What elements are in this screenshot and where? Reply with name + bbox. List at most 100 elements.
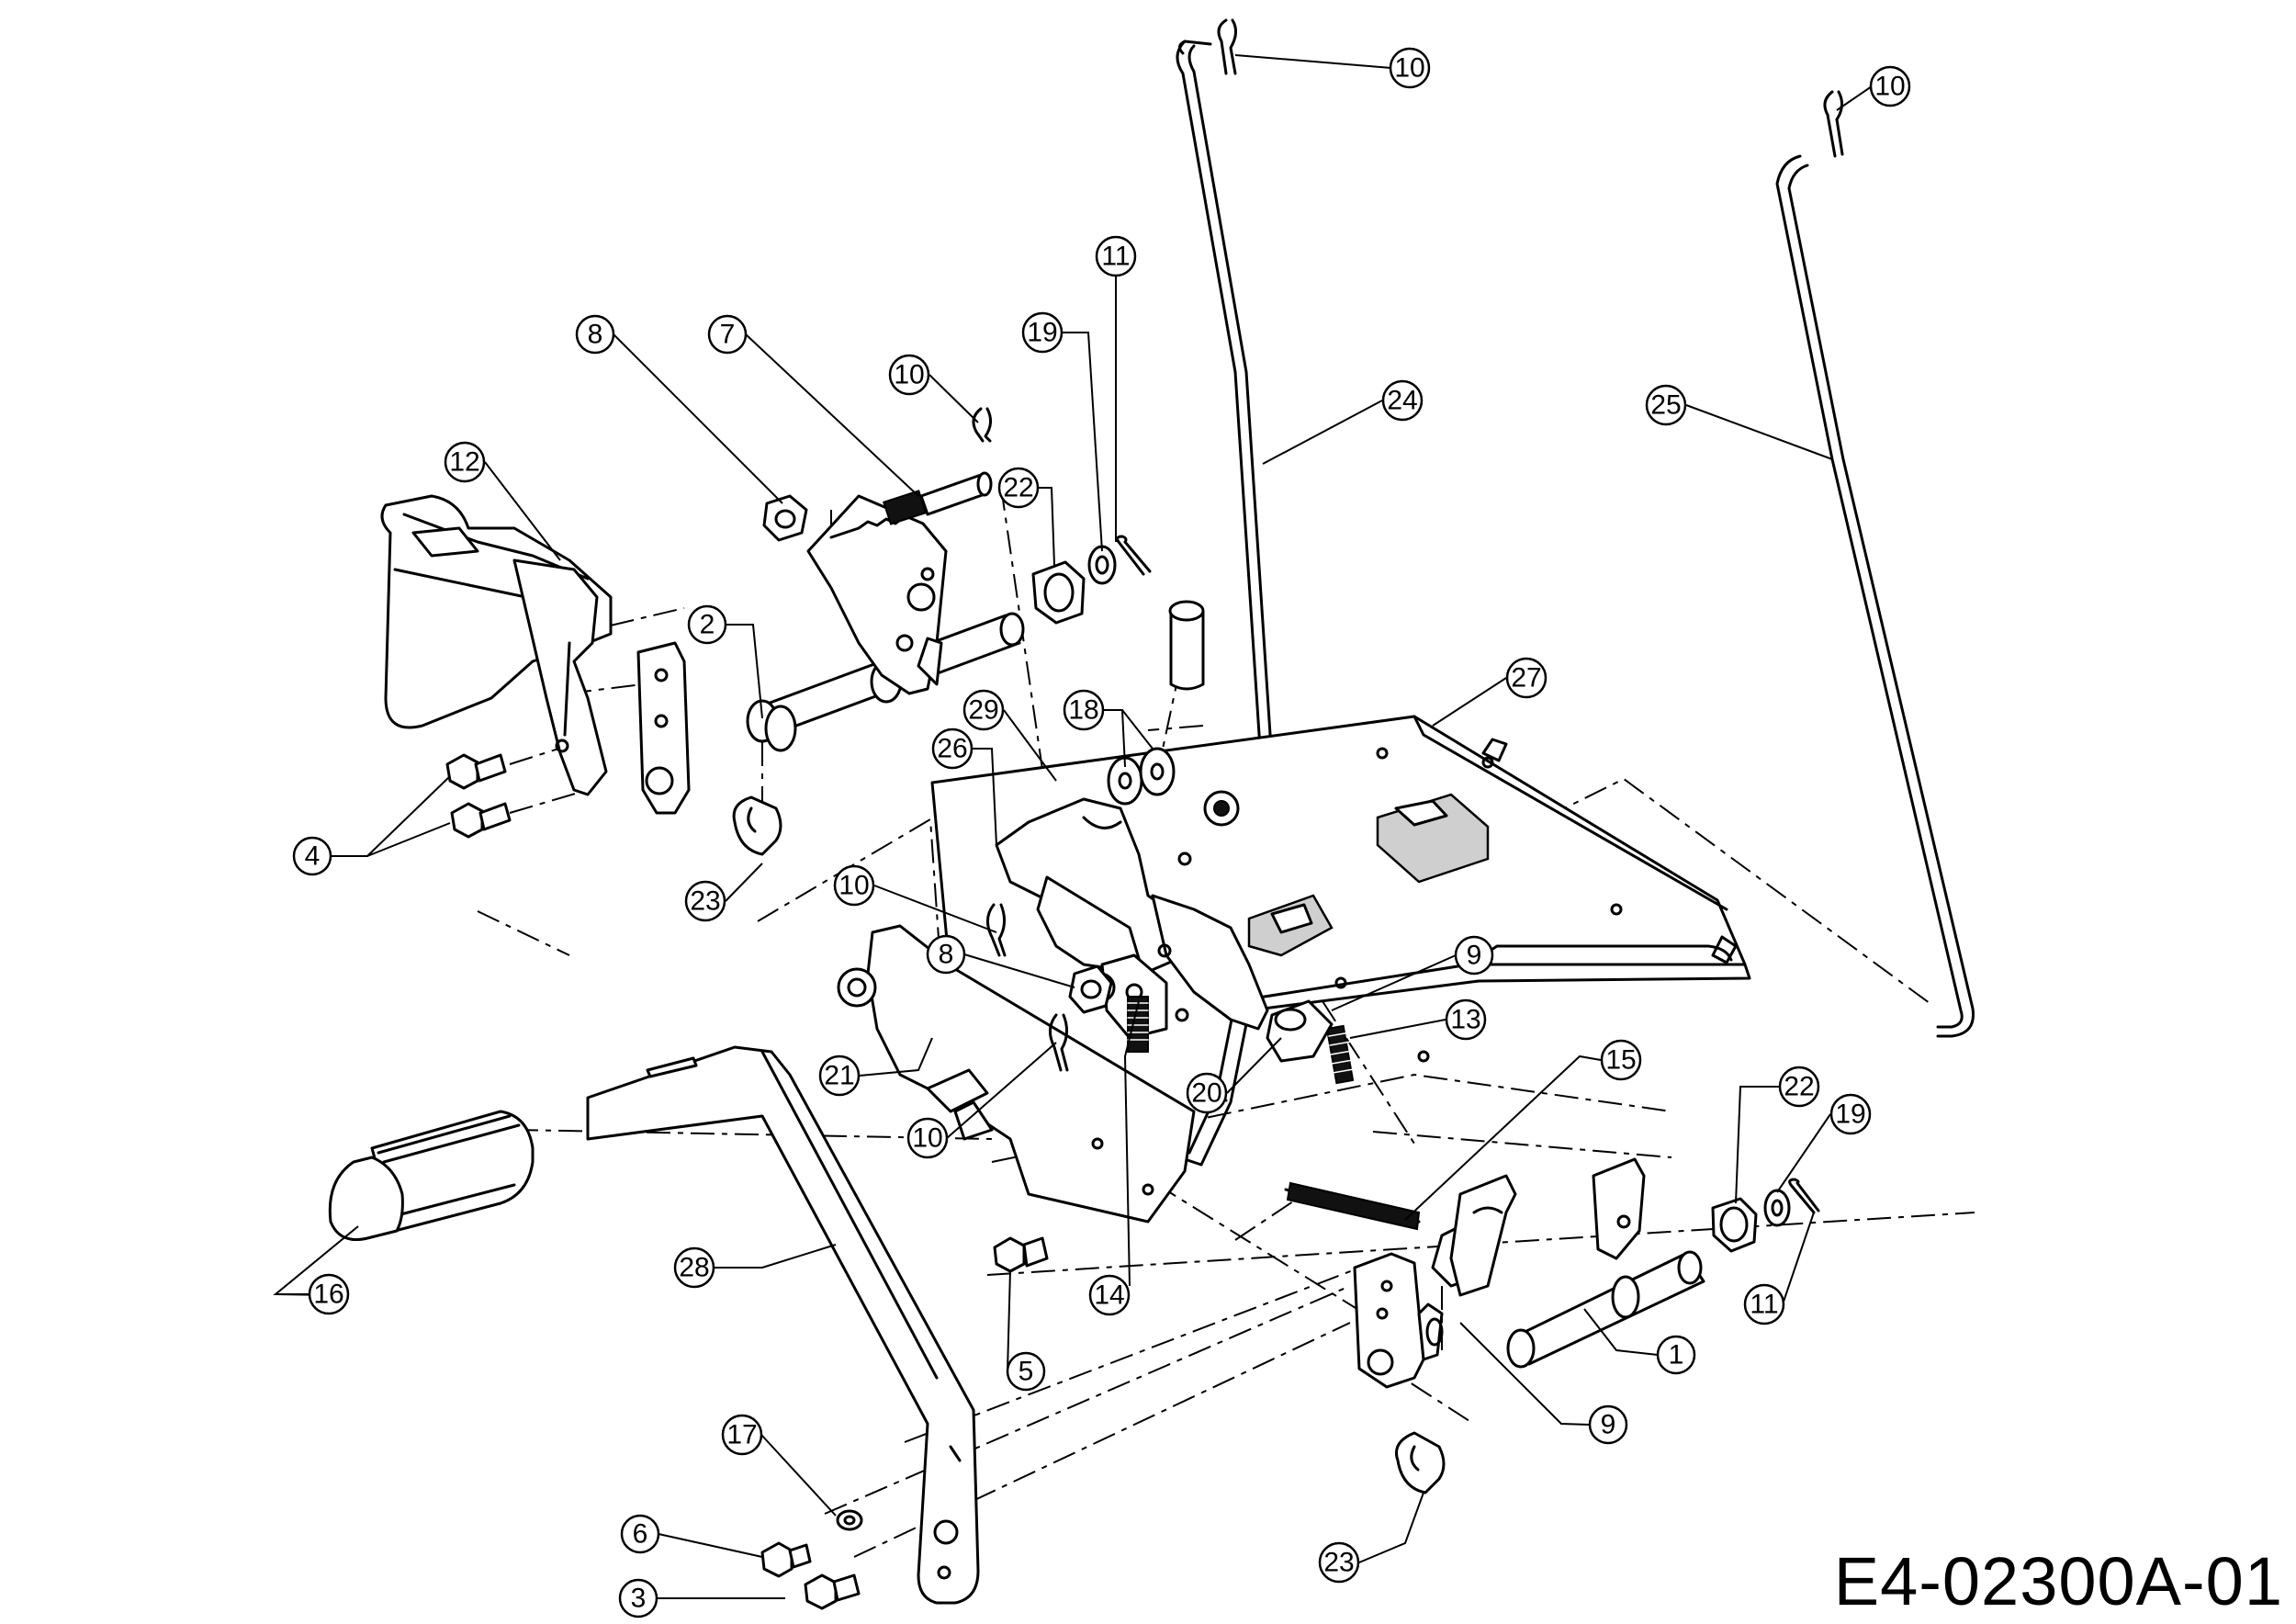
callout-3: 3 [618,1578,658,1618]
callout-8a: 8 [575,314,615,355]
nut-8-top [762,494,808,542]
callout-19a: 19 [1021,311,1064,354]
callout-16: 16 [308,1273,350,1315]
svg-text:8: 8 [588,320,603,350]
callout-9b: 9 [1588,1404,1628,1445]
diagram-code: E4-02300A-01 [1833,1543,2283,1619]
washer-19-lower [1763,1189,1791,1227]
callout-20: 20 [1186,1072,1228,1114]
washer-19-upper [1087,545,1117,585]
svg-text:28: 28 [679,1253,709,1283]
grip-16 [328,1110,535,1241]
svg-text:22: 22 [1784,1072,1814,1102]
callout-8b: 8 [926,934,966,975]
callout-22a: 22 [997,467,1040,509]
bolt-3 [804,1573,861,1610]
bolt-7 [883,471,993,525]
svg-text:10: 10 [1874,72,1905,102]
bolt-5 [993,1236,1049,1273]
callout-10c: 10 [888,354,930,396]
callout-21: 21 [818,1054,861,1097]
hex-bracket [1247,793,1490,957]
svg-text:25: 25 [1650,390,1681,421]
spring-13 [1325,1024,1355,1085]
callout-10a: 10 [1389,47,1431,89]
callout-29: 29 [962,689,1005,731]
shaft-2-assembly [746,494,1025,752]
callout-23a: 23 [684,880,726,922]
callout-26: 26 [931,727,974,770]
callout-25: 25 [1645,384,1687,426]
svg-text:4: 4 [305,841,321,872]
svg-text:20: 20 [1191,1078,1221,1109]
svg-text:6: 6 [633,1519,648,1550]
svg-text:11: 11 [1750,1290,1778,1320]
clip-23-upper [732,795,782,856]
svg-text:19: 19 [1835,1100,1865,1130]
svg-text:7: 7 [720,320,736,350]
callout-13: 13 [1445,998,1487,1041]
callout-15: 15 [1600,1039,1642,1081]
svg-text:16: 16 [313,1280,343,1310]
pedal-12 [380,494,613,796]
svg-text:23: 23 [1323,1548,1354,1578]
svg-text:26: 26 [937,734,967,764]
svg-text:3: 3 [631,1584,647,1614]
callout-12: 12 [444,441,486,483]
callout-22b: 22 [1778,1066,1820,1108]
bolt-6 [760,1541,812,1578]
svg-text:9: 9 [1467,941,1482,971]
callout-27: 27 [1505,657,1548,699]
rod-24 [1176,39,1276,822]
callout-14: 14 [1088,1274,1131,1316]
nut-8-middle [1068,964,1113,1014]
callout-19b: 19 [1829,1093,1872,1135]
svg-text:23: 23 [690,886,720,917]
svg-text:11: 11 [1101,242,1130,272]
svg-text:2: 2 [700,610,715,640]
leader-lines [273,54,1873,1599]
callout-9a: 9 [1454,935,1494,976]
callout-11b: 11 [1743,1283,1785,1325]
callout-11a: 11 [1095,235,1137,277]
svg-text:21: 21 [824,1061,854,1091]
pedal-mount-plate [636,641,691,815]
svg-text:10: 10 [1394,53,1424,84]
callout-17: 17 [721,1414,763,1456]
pin-11-lower [1788,1178,1820,1214]
callout-24: 24 [1381,379,1424,422]
callout-28: 28 [673,1246,715,1289]
svg-text:5: 5 [1019,1357,1034,1387]
callout-1: 1 [1656,1335,1696,1375]
spring-14 [1127,996,1149,1053]
svg-text:27: 27 [1511,663,1541,694]
svg-text:24: 24 [1387,386,1417,416]
svg-text:14: 14 [1094,1280,1124,1311]
callout-7: 7 [707,314,748,355]
svg-text:13: 13 [1450,1005,1480,1035]
svg-text:8: 8 [939,940,954,970]
callout-18: 18 [1063,689,1105,731]
nut-22-lower [1711,1197,1758,1253]
bushing-20 [1266,999,1334,1063]
nut-22-upper [1031,560,1086,625]
svg-text:10: 10 [912,1123,942,1154]
callout-10d: 10 [833,864,875,907]
rod-25 [1775,154,1975,1038]
callouts: 1 2 3 4 5 6 7 8 8 9 9 10 10 10 10 10 11 … [292,47,1911,1618]
callout-2: 2 [687,604,727,645]
svg-text:10: 10 [894,360,924,390]
svg-text:22: 22 [1003,473,1033,503]
svg-text:29: 29 [968,695,998,726]
pin-11-upper [1116,535,1152,576]
callout-4: 4 [292,836,332,876]
callout-10e: 10 [906,1117,949,1159]
svg-text:1: 1 [1669,1340,1684,1370]
spacer-tube [1168,600,1205,691]
lever-28 [586,1045,980,1605]
callout-6: 6 [620,1514,660,1554]
svg-text:17: 17 [726,1420,757,1450]
callout-10b: 10 [1869,65,1911,107]
callout-5: 5 [1006,1351,1046,1392]
